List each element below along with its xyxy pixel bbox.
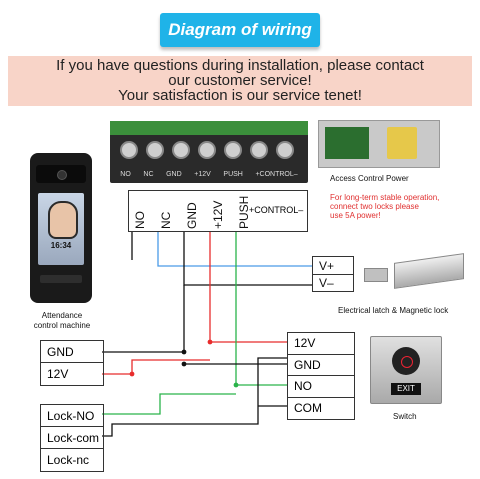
wire-gnd-to-power-input	[102, 285, 185, 353]
wire-12v-to-switch	[209, 231, 287, 343]
wire-12v-input	[102, 359, 210, 375]
switch-terminal-label: COM	[294, 400, 322, 415]
exit-button	[392, 347, 420, 375]
face-photo	[48, 201, 78, 239]
notice-line-2: our customer service!	[168, 72, 312, 89]
terminal-label: PUSH	[223, 171, 243, 178]
power-caption: Access Control Power	[330, 174, 409, 183]
attendance-caption-line1: Attendance	[41, 311, 83, 320]
power-input-label: 12V	[47, 367, 69, 381]
diagram-title-banner: Diagram of wiring	[160, 13, 320, 47]
screw-icon	[250, 141, 268, 159]
terminal-label: NO	[120, 171, 131, 178]
lock-terminal-box: V+ V–	[312, 256, 354, 292]
terminal-vertical-label: NC	[159, 211, 173, 229]
terminal-vertical-label: NO	[133, 211, 147, 229]
wire-gnd-to-lock-vminus	[183, 231, 312, 286]
terminal-label: +12V	[194, 171, 211, 178]
terminal-label: GND	[166, 171, 182, 178]
junction-dot	[233, 382, 239, 388]
access-control-power-unit	[318, 120, 440, 168]
switch-caption: Switch	[393, 412, 417, 421]
device-screen: 16:34	[38, 193, 84, 265]
lock-caption: Electrical latch & Magnetic lock	[338, 306, 449, 315]
control-label: +CONTROL–	[249, 205, 304, 215]
wire-nc-to-lock-vplus	[157, 231, 312, 267]
screw-icon	[172, 141, 190, 159]
lock-v-minus: V–	[319, 276, 334, 290]
junction-dot	[129, 371, 135, 377]
notice-line-3: Your satisfaction is our service tenet!	[118, 87, 362, 104]
camera-icon	[57, 170, 67, 180]
attendance-caption-line2: control machine	[33, 321, 91, 330]
notice-line-1: If you have questions during installatio…	[56, 57, 424, 74]
switch-terminal-label: 12V	[288, 333, 354, 355]
terminal-vertical-label: GND	[185, 202, 199, 229]
power-note-line3: use 5A power!	[330, 211, 381, 220]
power-note-line1: For long-term stable operation,	[330, 193, 440, 202]
power-note: For long-term stable operation, connect …	[330, 193, 475, 220]
screw-icon	[276, 141, 294, 159]
junction-dot	[181, 349, 187, 355]
screw-icon	[120, 141, 138, 159]
wire-lock-no	[102, 393, 236, 415]
screw-icon	[146, 141, 164, 159]
wire-lock-com	[102, 406, 259, 437]
device-time: 16:34	[50, 241, 72, 250]
power-input-label: GND	[41, 341, 103, 363]
terminal-block: NO NC GND +12V PUSH +CONTROL–	[110, 121, 308, 183]
junction-dot	[207, 339, 213, 345]
lock-output-label: Lock-NO	[41, 405, 103, 427]
terminal-label: +CONTROL–	[255, 171, 298, 178]
exit-label: EXIT	[391, 383, 421, 395]
terminal-label: NC	[143, 171, 154, 178]
junction-dot	[181, 361, 187, 367]
screw-icon	[198, 141, 216, 159]
attendance-caption: Attendance control machine	[16, 311, 108, 331]
lock-output-label: Lock-nc	[47, 453, 90, 467]
customer-service-notice: If you have questions during installatio…	[8, 56, 472, 106]
screw-icon	[224, 141, 242, 159]
power-note-line2: connect two locks please	[330, 202, 419, 211]
lock-output-label: Lock-com	[41, 427, 103, 449]
switch-terminal-label: GND	[288, 355, 354, 376]
power-input-box: GND 12V	[40, 340, 104, 386]
terminal-vertical-label: +12V	[211, 200, 225, 229]
wire-com	[257, 357, 287, 406]
attendance-machine: 16:34	[30, 153, 92, 303]
wire-push-to-switch-no	[235, 231, 287, 386]
lock-v-plus: V+	[313, 257, 353, 275]
exit-switch: EXIT	[370, 336, 442, 404]
magnetic-lock	[362, 252, 466, 292]
transformer	[387, 127, 417, 159]
switch-terminal-label: NO	[288, 376, 354, 398]
